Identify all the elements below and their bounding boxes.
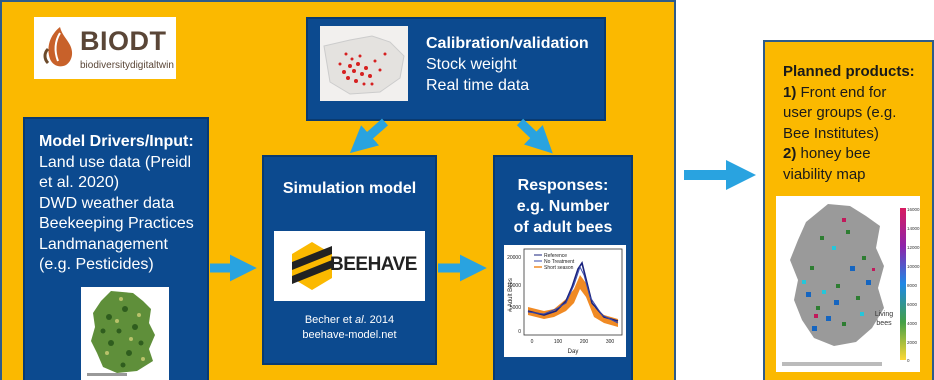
colorbar-tick-1: 14000	[907, 226, 920, 231]
colorbar-tick-6: 4000	[907, 321, 918, 326]
colorbar	[900, 208, 906, 360]
plot-legend-3: Short season	[544, 265, 574, 271]
map-legend-label-1: Living	[875, 311, 893, 318]
products-item2-line-1: honey bee	[796, 145, 871, 162]
drivers-line-3: DWD weather data	[39, 194, 175, 212]
colorbar-tick-0: 16000	[907, 207, 920, 212]
plot-xtick-1: 100	[554, 339, 563, 345]
colorbar-tick-5: 6000	[907, 302, 918, 307]
plot-legend-2: No Treatment	[544, 259, 575, 265]
plot-xtick-2: 200	[580, 339, 589, 345]
colorbar-tick-7: 2000	[907, 340, 918, 345]
simulation-website: beehave-model.net	[302, 329, 397, 341]
simulation-title: Simulation model	[282, 180, 417, 197]
beehave-logo-text: BEEHAVE	[330, 254, 417, 275]
responses-box: Responses: e.g. Number of adult bees # A…	[493, 155, 633, 380]
responses-line-3: of adult bees	[513, 219, 613, 236]
plot-ytick-1: 5000	[510, 305, 521, 311]
plot-xtick-3: 300	[606, 339, 615, 345]
drivers-box: Model Drivers/Input: Land use data (Prei…	[23, 117, 209, 380]
plot-ytick-0: 0	[518, 329, 521, 335]
adult-bees-plot: # Adult Bees 0 5000 10000 20000 0 100 20…	[504, 245, 626, 357]
landuse-map	[81, 287, 169, 380]
biodt-logo: BIODT biodiversitydigitaltwin	[34, 17, 176, 79]
map-legend-label-2: bees	[876, 320, 892, 327]
plot-legend: Reference No Treatment Short season	[534, 253, 575, 271]
plot-legend-1: Reference	[544, 253, 567, 259]
beehave-logo: BEEHAVE	[274, 231, 425, 301]
hexagon-icon	[292, 242, 332, 290]
drivers-line-4: Beekeeping Practices	[39, 215, 194, 232]
products-title: Planned products:	[783, 63, 915, 80]
drivers-line-6: (e.g. Pesticides)	[39, 256, 154, 273]
plot-xlabel: Day	[568, 349, 579, 355]
plot-ytick-2: 10000	[507, 283, 521, 289]
simulation-citation: Becher et al. 2014	[304, 314, 395, 326]
calibration-line-2: Real time data	[426, 77, 530, 94]
germany-stations-map	[320, 26, 408, 101]
fox-leaf-icon	[43, 27, 73, 67]
responses-line-2: e.g. Number	[516, 198, 610, 215]
plot-ytick-3: 20000	[507, 255, 521, 261]
simulation-box: Simulation model BEEHAVE Becher et al. 2…	[262, 155, 437, 365]
colorbar-tick-3: 10000	[907, 264, 920, 269]
responses-line-1: Responses:	[517, 177, 609, 194]
calibration-line-1: Stock weight	[426, 56, 517, 73]
drivers-title: Model Drivers/Input:	[39, 133, 194, 150]
products-item2-num: 2)	[783, 145, 797, 162]
calibration-title: Calibration/validation	[426, 35, 589, 52]
logo-text: BIODT	[80, 26, 167, 56]
drivers-line-5: Landmanagement	[39, 235, 168, 253]
colorbar-tick-4: 8000	[907, 283, 918, 288]
arrow-calibration-to-responses	[516, 118, 553, 154]
colorbar-tick-8: 0	[907, 358, 910, 363]
products-item1-line-1: Front end for	[796, 83, 887, 101]
colorbar-tick-2: 12000	[907, 245, 920, 250]
arrow-calibration-to-simulation	[349, 118, 388, 154]
products-item2-line-2: viability map	[783, 165, 866, 183]
plot-ylabel: # Adult Bees	[508, 278, 514, 312]
calibration-box: Calibration/validation Stock weight Real…	[306, 17, 606, 121]
drivers-line-1: Land use data (Preidl	[39, 153, 192, 171]
plot-xtick-0: 0	[531, 339, 534, 345]
drivers-line-2: et al. 2020)	[39, 174, 120, 191]
products-item1-line-3: Bee Institutes)	[783, 124, 879, 142]
products-item1-line-2: user groups (e.g.	[783, 104, 897, 121]
logo-subtext: biodiversitydigitaltwin	[80, 60, 174, 71]
viability-map: 16000 14000 12000 10000 8000 6000 4000 2…	[776, 196, 920, 372]
products-item1-num: 1)	[783, 83, 797, 101]
